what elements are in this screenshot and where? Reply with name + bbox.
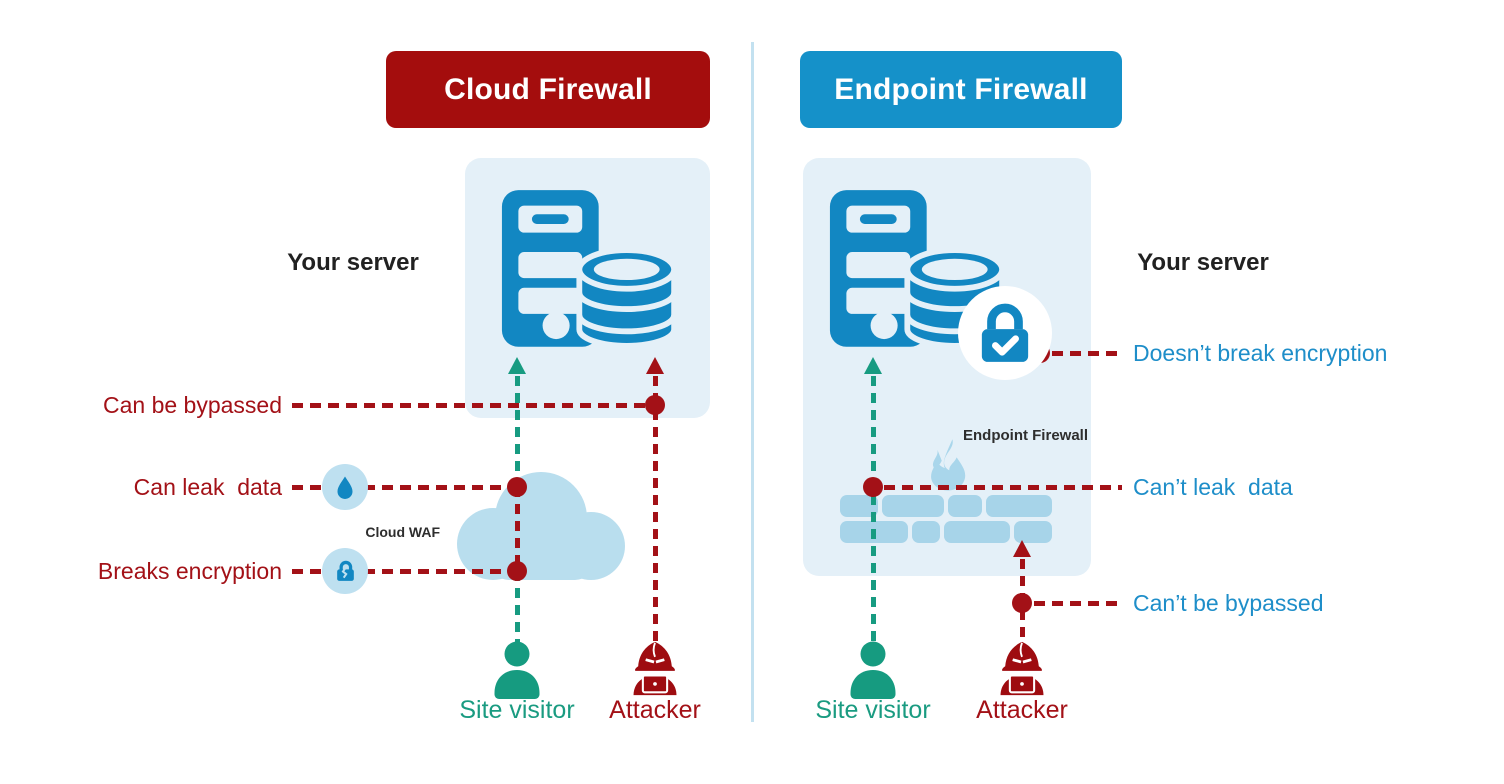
endpoint-firewall-header: Endpoint Firewall [800,51,1122,128]
site-visitor-icon [850,641,896,699]
attacker-label-left: Attacker [609,696,701,724]
cant-be-bypassed-line [1034,601,1122,606]
droplet-icon [337,476,353,499]
connector-dot-cant-bypass [1012,593,1032,613]
leak-badge [322,464,368,510]
can-leak-data-line [292,485,510,490]
visitor-arrowhead-left [508,357,526,374]
your-server-label-left: Your server [287,249,419,276]
cloud-firewall-header-label: Cloud Firewall [444,72,652,106]
doesnt-break-encryption-label: Doesn’t break encryption [1133,340,1388,366]
your-server-label-right: Your server [1137,249,1269,276]
visitor-flow-line-lower [515,571,520,648]
visitor-arrowhead-right [864,357,882,374]
breaks-encryption-line [292,569,510,574]
endpoint-firewall-inner-label: Endpoint Firewall [963,427,1089,444]
brick [1014,521,1052,543]
attacker-flow-line-left [653,376,658,648]
attacker-icon [633,641,677,696]
database-icon [576,247,678,349]
brick [948,495,982,517]
visitor-flow-line-right [871,376,876,648]
brick [944,521,1010,543]
brick [840,495,878,517]
site-visitor-label-right: Site visitor [815,696,931,724]
attacker-arrowhead-left [646,357,664,374]
cant-leak-data-line [884,485,1122,490]
center-divider [751,42,754,722]
server-database-icon [501,190,678,349]
brick [986,495,1052,517]
broken-encryption-badge [322,548,368,594]
doesnt-break-encryption-line [1052,351,1122,356]
connector-dot-bypass [645,395,665,415]
connector-dot-cant-leak [863,477,883,497]
cant-leak-data-label: Can’t leak data [1133,474,1293,500]
can-leak-data-label: Can leak data [133,474,282,500]
attacker-arrowhead-right [1013,540,1031,557]
flame-icon [931,439,966,491]
visitor-flow-line [515,376,520,487]
cloud-waf-icon [457,472,625,580]
lock-check-icon [981,303,1029,362]
brick [912,521,940,543]
cloud-firewall-header: Cloud Firewall [386,51,710,128]
cloud-waf-label: Cloud WAF [365,524,440,540]
connector-dot-leak [507,477,527,497]
site-visitor-label-left: Site visitor [459,696,575,724]
connector-dot-encryption [507,561,527,581]
breaks-encryption-label: Breaks encryption [97,558,282,584]
site-visitor-icon [494,641,540,699]
cant-be-bypassed-label: Can’t be bypassed [1133,590,1324,616]
encryption-safe-badge [958,286,1052,380]
broken-lock-icon [336,560,354,581]
intercepted-flow-line [515,487,520,571]
brick [882,495,944,517]
endpoint-firewall-header-label: Endpoint Firewall [834,72,1088,106]
attacker-label-right: Attacker [976,696,1068,724]
can-be-bypassed-label: Can be bypassed [102,392,282,418]
can-be-bypassed-line [292,403,646,408]
attacker-icon [1000,641,1044,696]
